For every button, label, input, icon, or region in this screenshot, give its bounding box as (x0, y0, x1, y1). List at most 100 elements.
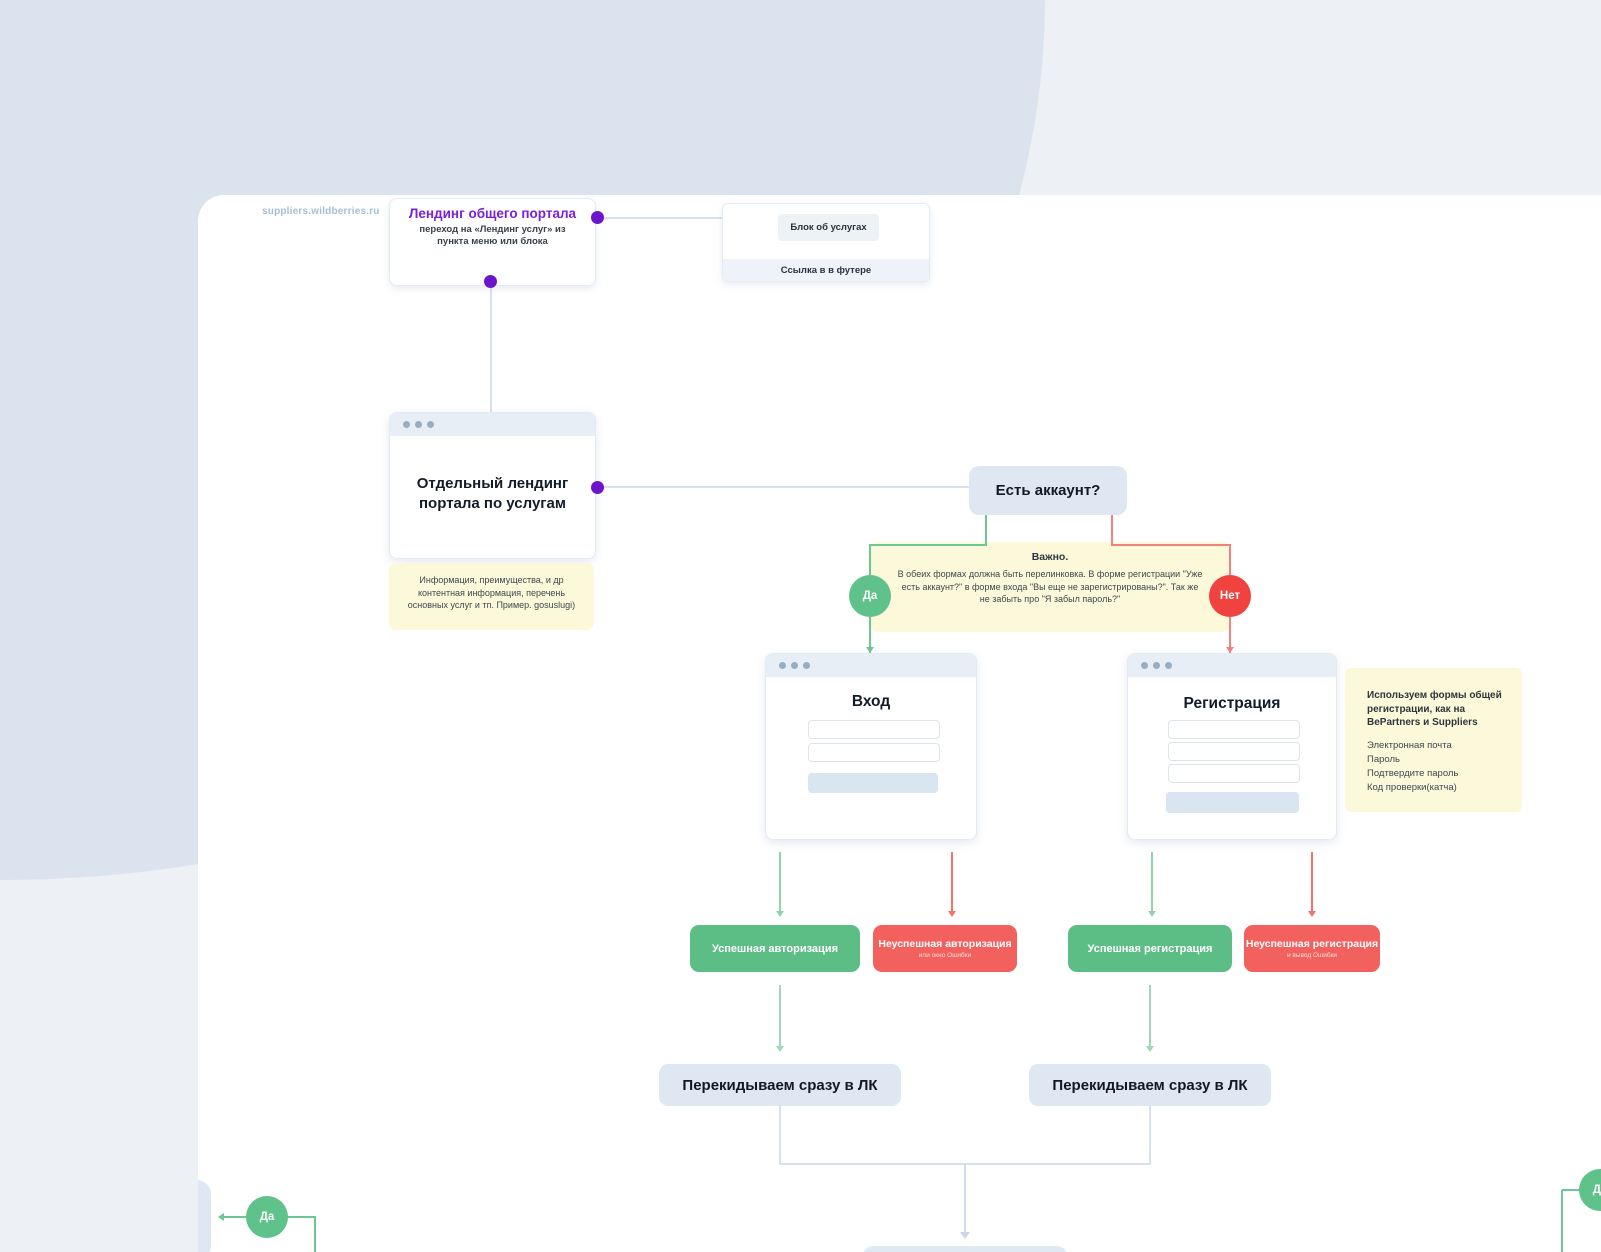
node-services-block[interactable]: Блок об услугах Ссылка в в футере (722, 203, 930, 282)
auth-fail-label: Неуспешная авторизация (878, 938, 1012, 950)
node-next-step-partial[interactable] (863, 1246, 1067, 1252)
auth-success-label: Успешная авторизация (712, 942, 838, 955)
general-landing-title: Лендинг общего портала (408, 206, 577, 221)
arrow-reg-fail (1311, 852, 1313, 912)
forms-note-field: Подтвердите пароль (1367, 768, 1459, 779)
window-header (1128, 654, 1336, 677)
node-services-landing-window[interactable]: Отдельный лендинг портала по услугам (389, 412, 596, 559)
bottom-branch-yes-left-label: Да (259, 1211, 275, 1223)
bottom-branch-yes-right-label: Да (1592, 1184, 1601, 1196)
node-auth-fail[interactable]: Неуспешная авторизация или окно Ошибки (873, 925, 1017, 972)
window-header (390, 413, 595, 436)
arrowhead-icon (776, 911, 784, 917)
connector-dot-icon (484, 275, 497, 288)
branch-no-line (1111, 515, 1113, 546)
bottom-branch-yes-left-circle[interactable]: Да (246, 1196, 288, 1238)
account-question-label: Есть аккаунт? (995, 482, 1101, 499)
window-dot-icon (1141, 662, 1148, 669)
window-dot-icon (779, 662, 786, 669)
forms-note-field: Код проверки(катча) (1367, 782, 1457, 794)
reg-success-label: Успешная регистрация (1087, 942, 1213, 955)
node-redirect-lk-left[interactable]: Перекидываем сразу в ЛК (659, 1064, 901, 1106)
register-email-input[interactable] (1168, 720, 1300, 739)
bottom-right-line (1562, 1189, 1594, 1191)
window-dot-icon (803, 662, 810, 669)
node-login-window[interactable]: Вход (765, 653, 977, 840)
reg-fail-sublabel: и вывод Ошибки (1286, 952, 1338, 959)
arrowhead-icon (1146, 1046, 1154, 1052)
general-landing-subtitle: переход на «Лендинг услуг» из пункта мен… (419, 224, 566, 248)
window-dot-icon (1153, 662, 1160, 669)
important-note-title: Важно. (1031, 551, 1069, 563)
connector-landing-services (600, 217, 722, 219)
branch-yes-line (870, 544, 987, 546)
arrow-reg-success (1151, 852, 1153, 912)
node-reg-fail[interactable]: Неуспешная регистрация и вывод Ошибки (1244, 925, 1380, 972)
forms-note-field: Пароль (1367, 753, 1400, 765)
node-general-landing[interactable]: Лендинг общего портала переход на «Ленди… (389, 198, 596, 286)
register-confirm-input[interactable] (1168, 764, 1300, 783)
window-dot-icon (1165, 662, 1172, 669)
login-submit-button[interactable] (808, 773, 938, 793)
services-footer-link[interactable]: Ссылка в в футере (723, 259, 929, 281)
arrowhead-icon (1148, 911, 1156, 917)
arrowhead-icon (218, 1213, 224, 1221)
redirect-lk-left-label: Перекидываем сразу в ЛК (682, 1076, 878, 1094)
note-important[interactable]: Важно. В обеих формах должна быть перели… (870, 542, 1230, 632)
bottom-branch-yes-right-circle[interactable]: Да (1579, 1169, 1601, 1211)
merge-line (779, 1106, 781, 1164)
connector-dot-icon (591, 481, 604, 494)
arrowhead-icon (948, 911, 956, 917)
branch-yes-circle[interactable]: Да (849, 575, 891, 617)
node-partial-left[interactable] (198, 1180, 211, 1252)
node-auth-success[interactable]: Успешная авторизация (690, 925, 860, 972)
arrow-to-lk-right (1149, 985, 1151, 1047)
branch-yes-label: Да (862, 590, 878, 602)
services-block-button[interactable]: Блок об услугах (778, 214, 879, 241)
connector-dot-icon (591, 211, 604, 224)
merge-line (1149, 1106, 1151, 1164)
register-submit-button[interactable] (1166, 792, 1299, 813)
note-landing-content[interactable]: Информация, преимущества, и др контентна… (389, 563, 594, 630)
redirect-lk-right-label: Перекидываем сразу в ЛК (1052, 1076, 1248, 1094)
login-title: Вход (851, 693, 891, 710)
branch-no-label: Нет (1219, 590, 1241, 602)
services-landing-title: Отдельный лендинг портала по услугам (416, 475, 569, 513)
register-password-input[interactable] (1168, 742, 1300, 761)
node-redirect-lk-right[interactable]: Перекидываем сразу в ЛК (1029, 1064, 1271, 1106)
merge-arrow-down (964, 1164, 966, 1234)
arrowhead-icon (1308, 911, 1316, 917)
login-password-input[interactable] (808, 743, 940, 762)
node-account-question[interactable]: Есть аккаунт? (969, 466, 1127, 515)
arrowhead-icon (960, 1232, 970, 1239)
arrow-auth-success (779, 852, 781, 912)
bottom-right-line (1561, 1190, 1563, 1252)
branch-yes-line (985, 515, 987, 546)
branch-no-line (1111, 544, 1231, 546)
flowchart-canvas: suppliers.wildberries.ru Лендинг общего … (198, 195, 1601, 1252)
window-dot-icon (791, 662, 798, 669)
window-dot-icon (427, 421, 434, 428)
forms-note-intro: Используем формы общей регистрации, как … (1367, 690, 1502, 728)
reg-fail-label: Неуспешная регистрация (1245, 938, 1379, 950)
register-title: Регистрация (1183, 695, 1281, 712)
branch-no-circle[interactable]: Нет (1209, 575, 1251, 617)
forms-note-field: Электронная почта (1367, 739, 1452, 751)
window-dot-icon (403, 421, 410, 428)
window-dot-icon (415, 421, 422, 428)
bottom-left-line (314, 1217, 316, 1252)
arrow-auth-fail (951, 852, 953, 912)
arrowhead-icon (1226, 647, 1234, 653)
auth-fail-sublabel: или окно Ошибки (918, 952, 972, 959)
connector-window-account (600, 486, 969, 488)
window-header (766, 654, 976, 677)
arrowhead-icon (866, 647, 874, 653)
note-forms[interactable]: Используем формы общей регистрации, как … (1345, 668, 1522, 812)
connector-landing-down (490, 285, 492, 412)
node-reg-success[interactable]: Успешная регистрация (1068, 925, 1232, 972)
node-register-window[interactable]: Регистрация (1127, 653, 1337, 840)
arrow-to-lk-left (779, 985, 781, 1047)
important-note-body: В обеих формах должна быть перелинковка.… (897, 569, 1203, 605)
login-email-input[interactable] (808, 720, 940, 739)
